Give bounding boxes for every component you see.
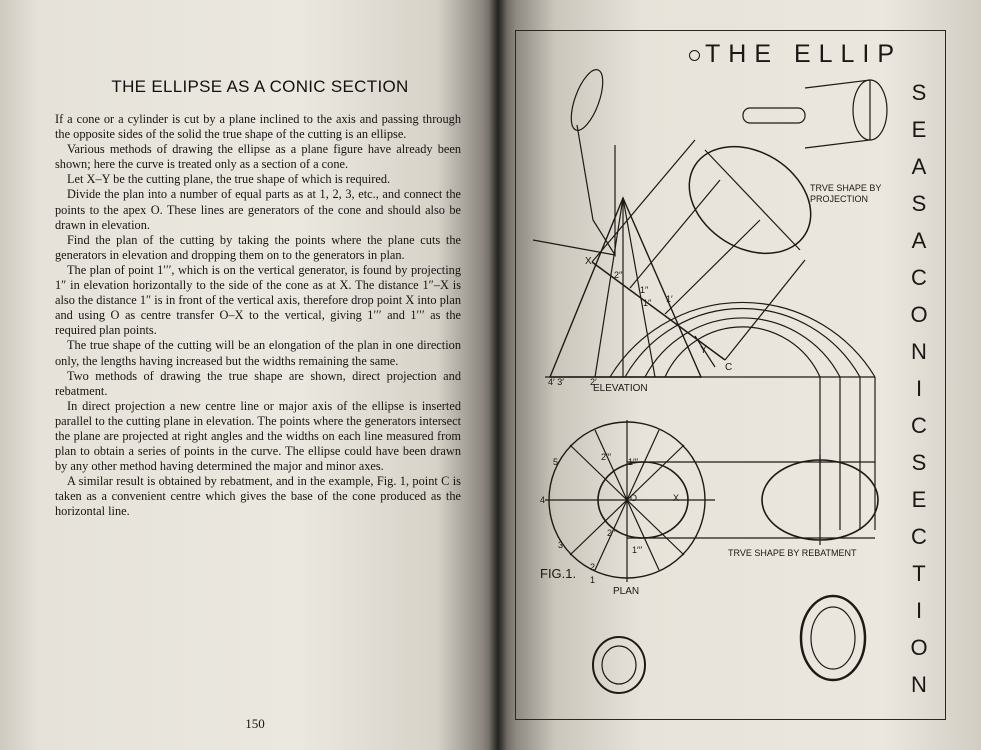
title-letter: S <box>911 450 927 475</box>
title-letter: C <box>911 413 927 438</box>
elev-point-label: 1″ <box>640 285 649 295</box>
c-line <box>694 335 716 368</box>
title-letter: N <box>911 339 927 364</box>
projection-line <box>591 139 696 263</box>
handle-sketch <box>742 107 806 124</box>
rebatment-arc <box>624 307 861 378</box>
elevation-label: ELEVATION <box>593 383 648 394</box>
cone-sketch <box>576 124 616 258</box>
point-y-label: Y <box>700 345 707 356</box>
paragraph: The true shape of the cutting will be an… <box>55 338 461 368</box>
ornament-sketch <box>601 645 637 685</box>
title-letter: N <box>911 672 927 697</box>
plan-point-label: 3 <box>558 540 564 550</box>
rebatment-arc <box>609 301 876 378</box>
paragraph: Let X–Y be the cutting plane, the true s… <box>67 172 391 187</box>
projection-line <box>664 219 761 315</box>
paragraph: Two methods of drawing the true shape ar… <box>55 368 461 398</box>
paragraph: A similar result is obtained by rebatmen… <box>55 474 461 519</box>
cone-sketch-base <box>532 239 616 256</box>
ellipse-axis <box>704 149 801 251</box>
conic-section-drawing <box>532 69 888 694</box>
plan-point-label: 2 <box>590 562 596 572</box>
elev-point-label: 1′ <box>666 294 673 304</box>
title-letter: A <box>911 228 927 253</box>
plan-point-label: 2′′′ <box>601 452 612 462</box>
title-letter: O <box>910 635 928 660</box>
title-letter: I <box>915 376 923 401</box>
plate-border <box>515 30 946 720</box>
true-shape-rebatment-label: TRVE SHAPE BY REBATMENT <box>728 548 857 558</box>
plan-point-label: 1′′′ <box>632 545 643 555</box>
page-heading: THE ELLIPSE AS A CONIC SECTION <box>111 77 409 96</box>
plan-point-label: 1 <box>590 575 596 585</box>
frustum-sketch <box>804 79 871 149</box>
projection-line <box>724 259 806 361</box>
plan-x-label: X <box>673 493 680 503</box>
plan-point-label: 1′′′ <box>628 457 639 467</box>
point-x-label: X <box>585 256 592 267</box>
point-c-label: C <box>725 362 733 373</box>
generator-line <box>594 197 624 378</box>
title-letter: S <box>911 191 927 216</box>
title-letter: A <box>911 154 927 179</box>
paragraph: Various methods of drawing the ellipse a… <box>55 142 461 172</box>
title-letter: I <box>915 598 923 623</box>
generator-line <box>622 197 656 378</box>
book-gutter <box>489 0 507 750</box>
plan-point-label: 4 <box>540 495 546 505</box>
cutting-plane <box>591 261 726 361</box>
ornament-sketch <box>810 606 856 670</box>
title-letter: S <box>911 80 927 105</box>
true-shape-projection-ellipse <box>688 145 812 255</box>
paragraph: In direct projection a new centre line o… <box>55 398 461 474</box>
plan-point-label: 5 <box>553 457 559 467</box>
paragraph: If a cone or a cylinder is cut by a plan… <box>55 112 461 142</box>
plan-generator <box>594 429 660 571</box>
title-letter: C <box>911 265 927 290</box>
rebatment-arc <box>664 326 821 378</box>
point-o-label: O <box>630 493 638 503</box>
ornament-sketch <box>799 594 867 682</box>
projection-line <box>629 179 721 289</box>
ground-point-label: 2′ <box>590 377 597 387</box>
right-page <box>497 0 981 750</box>
title-letter: O <box>910 302 928 327</box>
title-letter: E <box>911 117 927 142</box>
body-text: If a cone or a cylinder is cut by a plan… <box>55 112 461 520</box>
left-page: THE ELLIPSE AS A CONIC SECTION If a cone… <box>0 0 497 750</box>
plate-title: THE ELLIP <box>705 40 903 68</box>
cone-sketch-top <box>570 69 604 131</box>
paragraph: The plan of point 1′′′, which is on the … <box>55 262 461 338</box>
ornament-sketch <box>592 636 646 694</box>
title-letter: E <box>911 487 927 512</box>
paragraph: Divide the plan into a number of equal p… <box>55 187 461 232</box>
page-number: 150 <box>245 716 265 731</box>
ground-point-label: 4′ 3′ <box>548 377 564 387</box>
elev-point-label: 1″ <box>643 298 652 308</box>
title-letter: T <box>912 561 926 586</box>
title-letter: C <box>911 524 927 549</box>
paragraph: Find the plan of the cutting by taking t… <box>55 232 461 262</box>
title-ornament-icon <box>689 50 700 61</box>
figure-label: FIG.1. <box>540 566 577 581</box>
plan-label: PLAN <box>613 586 640 597</box>
rebatment-arc <box>644 317 841 378</box>
elev-point-label: 2″ <box>614 270 623 280</box>
plan-point-label: 2′′′ <box>607 528 618 538</box>
true-shape-projection-label: TRVE SHAPE BY PROJECTION <box>810 183 882 204</box>
